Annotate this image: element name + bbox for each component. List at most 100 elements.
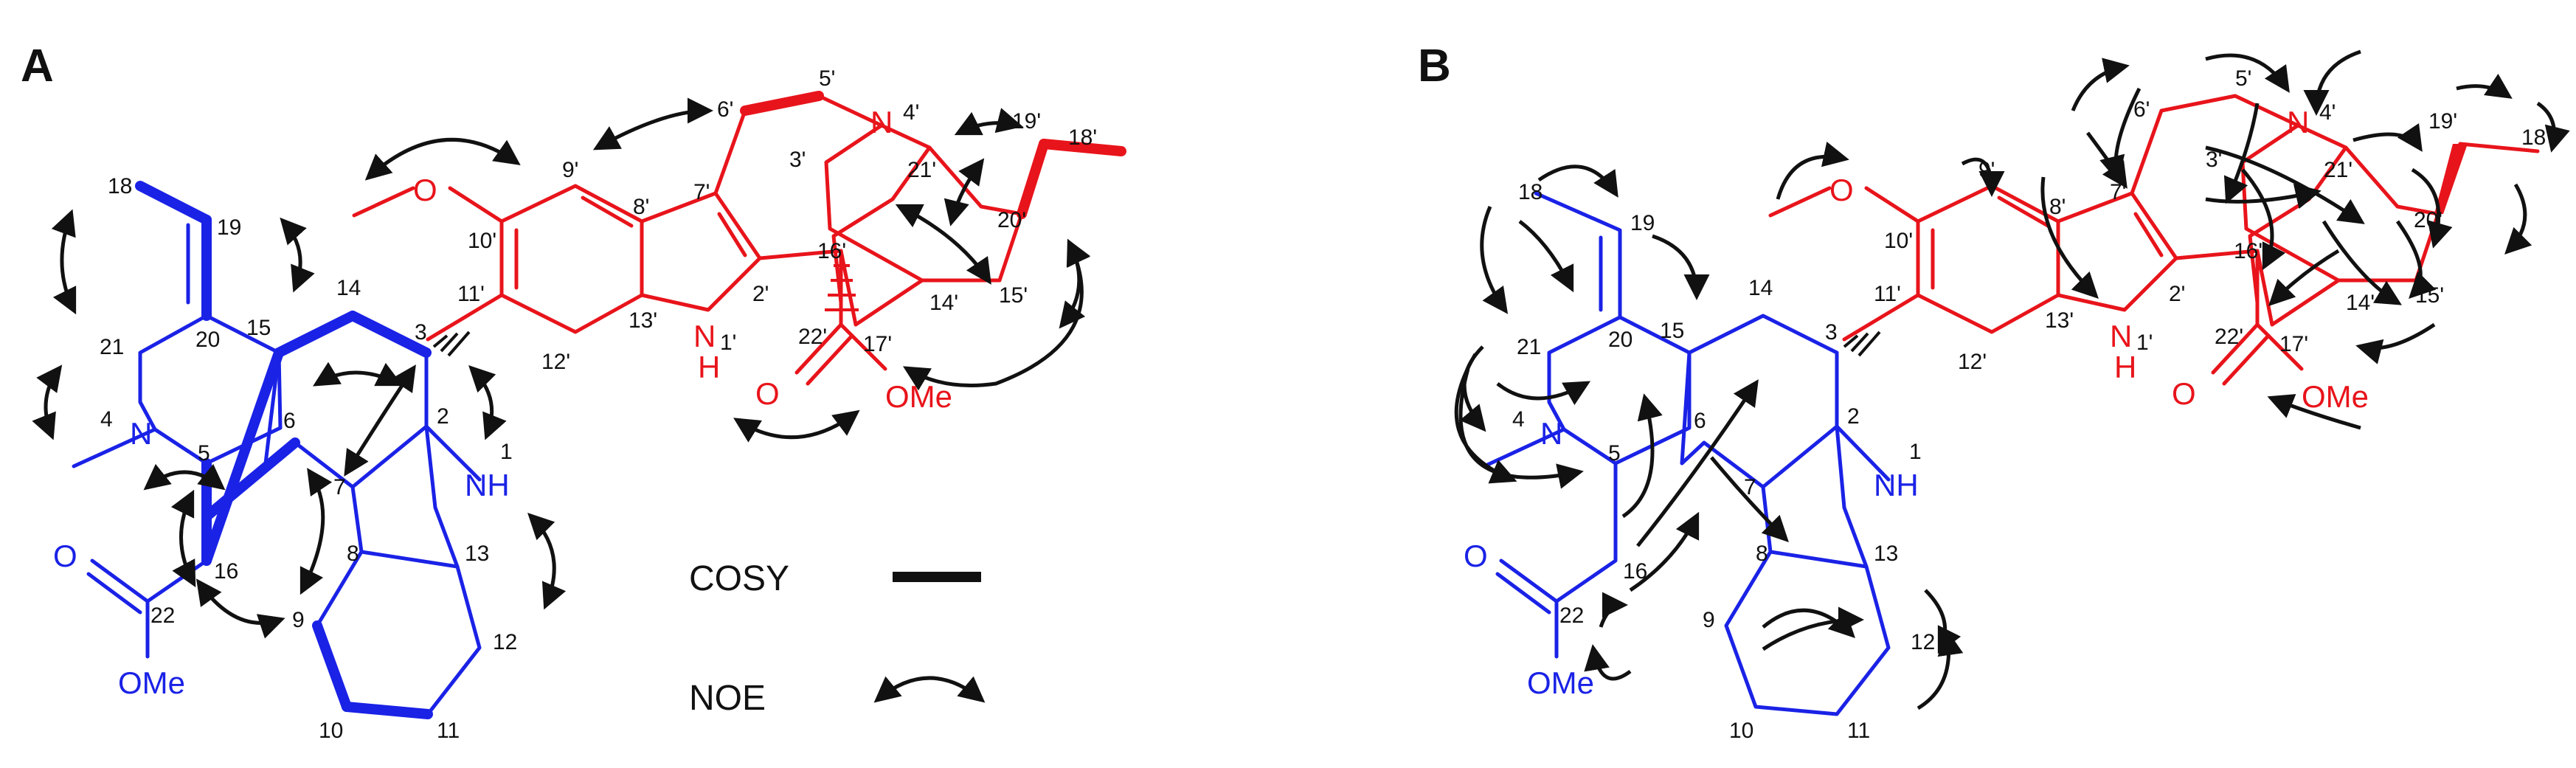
noe-5-16-a: [170, 489, 196, 588]
corr-4p-19p-b: [2352, 122, 2423, 152]
noe-4p-19p-a: [954, 108, 1023, 136]
num-14p-a: 14': [929, 291, 958, 315]
blue-indole-b: [1680, 350, 1891, 716]
blue-n-methyl-a: [72, 427, 157, 468]
legend-cosy-label: COSY: [689, 559, 789, 598]
num-19p-a: 19': [1012, 109, 1041, 134]
panel-a-noe-arrows: [32, 97, 1091, 639]
noe-15-3-a: [312, 361, 404, 387]
panel-b-blue-molecule: [1482, 191, 1891, 716]
cosy-6p-5p-a: [740, 91, 824, 116]
panel-b: B NH N O OMe 18 19: [1418, 41, 2570, 743]
corr-21p-14p-b: [2321, 220, 2403, 305]
panel-a-red-numbers: 10' 11' 12' 13' 9' 8' 7' 6' 5' 4' 3' 2' …: [457, 66, 1097, 374]
num-3-b: 3: [1825, 320, 1838, 345]
corr-16-6-b: [1629, 511, 1700, 592]
num-15p-a: 15': [999, 283, 1028, 308]
panel-a-blue-cosy-bonds: [135, 181, 433, 719]
corr-21-20-b: [1496, 381, 1591, 406]
panel-b-correlation-arrows: [1454, 49, 2570, 710]
red-pyrrole-double-b: [2133, 212, 2164, 257]
atom-n4-a: N: [130, 416, 152, 451]
cosy-9-10-a: [312, 620, 352, 712]
num-15-b: 15: [1660, 319, 1684, 343]
red-c22-ome-b: [2255, 322, 2304, 371]
num-5-b: 5: [1608, 441, 1621, 466]
corr-21p-15p-b: [2395, 220, 2437, 299]
blue-c7-c2-b: [1761, 424, 1839, 489]
num-19-b: 19: [1630, 211, 1655, 235]
red-c22-o-a: [794, 322, 843, 375]
corr-18p-b: [2536, 101, 2570, 153]
num-4-b: 4: [1512, 407, 1525, 432]
panel-b-blue-numbers: 18 19 20 21 4 5 6 14 15 3 2 1 16 7 8 9 1…: [1512, 180, 1935, 743]
num-4-a: 4: [100, 407, 113, 432]
noe-9p-6p-a: [592, 97, 713, 151]
num-16-a: 16: [214, 559, 238, 584]
cosy-14-3-a: [347, 311, 432, 358]
num-21p-a: 21': [907, 158, 936, 182]
red-benzene-a: [499, 184, 644, 334]
red-c22-ome-a: [839, 322, 887, 371]
num-2-a: 2: [437, 404, 449, 429]
corr-8p-13p-b: [2040, 176, 2099, 299]
panel-a-blue-atoms: NH N O OMe: [53, 416, 510, 700]
cosy-15-14-a: [274, 311, 358, 358]
panel-a-letter: A: [21, 41, 54, 91]
red-o-c10-a: [448, 186, 504, 224]
noe-20p-17p-a: [902, 238, 1090, 391]
corr-16-14-b: [1636, 379, 1759, 547]
corr-19-15-b: [1652, 234, 1710, 300]
panel-a-blue-numbers: 18 19 20 21 4 5 6 14 15 3 2 1 16 7 8 9 1…: [100, 174, 517, 743]
corr-12-13-b: [1924, 589, 1962, 654]
num-2p-b: 2': [2169, 282, 2185, 306]
atom-ome22-a: OMe: [118, 665, 185, 700]
num-7-a: 7: [333, 475, 346, 499]
num-10-b: 10: [1729, 719, 1753, 743]
num-13-a: 13: [465, 542, 489, 566]
num-21-a: 21: [100, 335, 124, 359]
corr-10-13-b: [1762, 606, 1864, 651]
atom-n1p-b: N: [2110, 319, 2132, 353]
corr-15p-17p-b: [2355, 322, 2436, 364]
num-13-b: 13: [1874, 542, 1898, 566]
blue-c8-c13-b: [1768, 550, 1869, 569]
num-5p-b: 5': [2235, 66, 2251, 91]
red-c22-o-b: [2211, 322, 2260, 375]
red-c22-o-double-a: [806, 333, 854, 386]
num-22-b: 22: [1559, 603, 1584, 628]
num-18-b: 18: [1518, 180, 1543, 204]
num-12-b: 12: [1911, 630, 1935, 654]
atom-o-methoxy-a: O: [413, 173, 437, 207]
noe-ome-9p-a: [364, 137, 521, 181]
num-3p-b: 3': [2206, 148, 2222, 172]
red-chain-b: [2130, 94, 2348, 305]
blue-c2-n1-a: [424, 424, 482, 482]
num-4p-b: 4': [2319, 100, 2336, 125]
num-12-a: 12: [493, 630, 517, 654]
num-11-a: 11: [437, 719, 460, 743]
panel-a: A: [21, 41, 1126, 743]
num-10p-a: 10': [468, 229, 496, 253]
red-c3-c11p-b: [1842, 293, 1920, 342]
num-6-a: 6: [283, 409, 296, 433]
noe-22p-17p-a: [733, 409, 860, 443]
corr-3p-16p-b: [2241, 168, 2286, 271]
num-11p-b: 11': [1874, 282, 1901, 306]
corr-18-19-b: [1537, 165, 1618, 198]
cosy-15-16-a: [201, 347, 284, 566]
corr-18-20-b: [1518, 220, 1574, 293]
atom-h1p-b: H: [2114, 350, 2136, 384]
red-19p-18p-b: [2458, 142, 2540, 153]
num-6p-a: 6': [717, 97, 733, 122]
noe-16-9-a: [195, 578, 285, 639]
blue-c8-c13-a: [359, 550, 460, 569]
cosy-10-11-a: [342, 702, 433, 719]
cosy-18-19-a: [135, 181, 212, 225]
num-14-a: 14: [336, 276, 361, 300]
num-8-b: 8: [1756, 542, 1768, 566]
panel-a-red-hash: [825, 264, 859, 311]
num-10-a: 10: [319, 719, 343, 743]
